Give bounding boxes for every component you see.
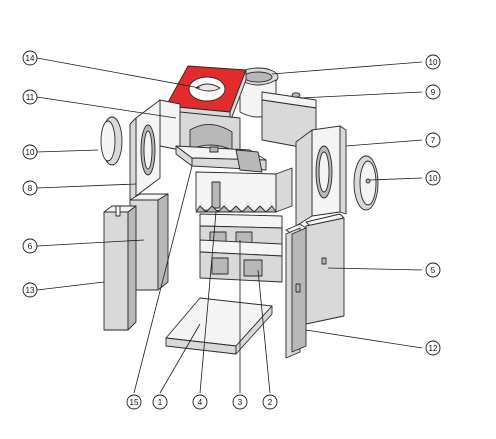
callout-label: 5 [431, 266, 436, 275]
callout-1: 1 [152, 394, 168, 410]
left-brick-6 [129, 193, 169, 291]
callout-circle [126, 394, 142, 410]
callout-circle [192, 394, 208, 410]
callout-3: 3 [232, 394, 248, 410]
callout-circle [425, 170, 441, 186]
callout-10c: 10 [425, 170, 441, 186]
callout-circle [425, 262, 441, 278]
callout-label: 9 [431, 88, 436, 97]
callout-circle [22, 180, 38, 196]
callout-circle [22, 144, 38, 160]
callout-label: 4 [198, 398, 203, 407]
callout-10b: 10 [425, 54, 441, 70]
bottom-plate [165, 297, 273, 355]
callout-circle [152, 394, 168, 410]
callout-label: 15 [130, 398, 139, 407]
callout-11: 11 [22, 89, 38, 105]
callout-label: 10 [429, 58, 438, 67]
callout-15: 15 [126, 394, 142, 410]
leader-lines [36, 57, 423, 394]
left-brick-13 [103, 205, 137, 331]
callout-circle [232, 394, 248, 410]
right-brick-5 [305, 213, 345, 325]
callout-8: 8 [22, 180, 38, 196]
callout-label: 3 [238, 398, 243, 407]
callout-label: 10 [429, 174, 438, 183]
callout-circle [22, 89, 38, 105]
callout-12: 12 [425, 340, 441, 356]
callout-label: 13 [26, 286, 35, 295]
callout-label: 8 [28, 184, 33, 193]
callout-4: 4 [192, 394, 208, 410]
callout-circle [22, 50, 38, 66]
back-brick-teeth [195, 167, 293, 213]
callout-label: 14 [26, 54, 35, 63]
callout-label: 2 [268, 398, 273, 407]
callout-circle [425, 340, 441, 356]
right-brick-12 [285, 223, 307, 359]
callout-6: 6 [22, 238, 38, 254]
callout-label: 11 [26, 93, 35, 102]
callout-label: 12 [429, 344, 438, 353]
callout-13: 13 [22, 282, 38, 298]
callout-2: 2 [262, 394, 278, 410]
callout-label: 6 [28, 242, 33, 251]
right-side-door-panel [295, 125, 347, 227]
lower-brick [199, 239, 283, 283]
grate-bracket [175, 145, 267, 173]
callout-circle [425, 84, 441, 100]
callout-circle [22, 238, 38, 254]
callout-circle [425, 54, 441, 70]
left-glass-disk [100, 116, 123, 166]
callout-label: 1 [158, 398, 163, 407]
callout-circle [22, 282, 38, 298]
callout-circle [425, 132, 441, 148]
callout-9: 9 [425, 84, 441, 100]
right-glass-disk [353, 155, 379, 211]
callout-7: 7 [425, 132, 441, 148]
callout-14: 14 [22, 50, 38, 66]
left-side-door-panel [129, 99, 161, 203]
callout-5: 5 [425, 262, 441, 278]
callout-10a: 10 [22, 144, 38, 160]
callout-circle [262, 394, 278, 410]
callout-label: 7 [431, 136, 436, 145]
callout-label: 10 [26, 148, 35, 157]
